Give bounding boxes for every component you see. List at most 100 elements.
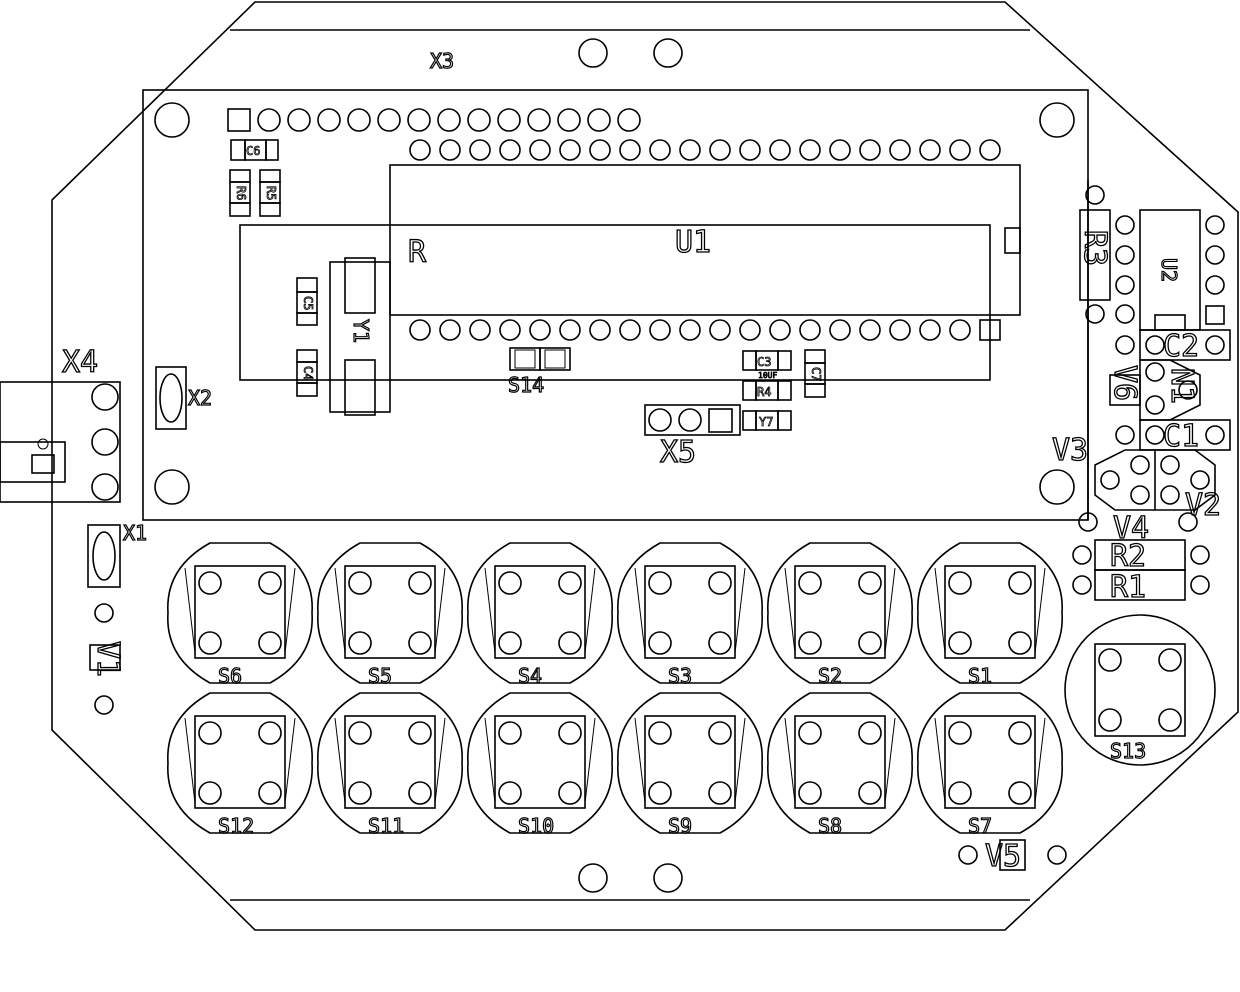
c3-pad (742, 350, 757, 371)
component-pad (1130, 485, 1150, 505)
u1-pin (949, 139, 971, 161)
switch-body (494, 715, 586, 809)
mounting-hole (1039, 102, 1075, 138)
header-pin (407, 108, 431, 132)
u1-pin (589, 319, 611, 341)
component-pad (1205, 245, 1225, 265)
x1-outline (87, 524, 121, 588)
x5-pin (678, 408, 702, 432)
switch-outline-detail (784, 717, 896, 804)
switch-pin (648, 721, 672, 745)
x5-pin-1 (708, 408, 733, 433)
u1-pin (679, 319, 701, 341)
u1-pin (589, 139, 611, 161)
u1-pin (409, 319, 431, 341)
y1-outline (329, 261, 391, 413)
switch-pin (798, 571, 822, 595)
switch-outline (167, 692, 313, 834)
c2-outline (1139, 329, 1231, 361)
label-x2: X2 (188, 386, 212, 410)
switch-outline (467, 542, 613, 684)
component-pad (1160, 485, 1180, 505)
switch-outline (617, 692, 763, 834)
switch-outline-detail (184, 717, 296, 804)
component-pad (1115, 425, 1135, 445)
switch-outline-detail (634, 717, 746, 804)
u1-pin (649, 139, 671, 161)
u1-pin (739, 139, 761, 161)
switch-pin (198, 721, 222, 745)
u1-notch (1004, 227, 1021, 254)
component-pad (1205, 335, 1225, 355)
label-x1: X1 (123, 521, 147, 545)
label-switch: S7 (968, 814, 992, 838)
component-pad (1115, 275, 1135, 295)
label-c2: C2 (1163, 329, 1199, 364)
label-switch: S2 (818, 664, 842, 688)
switch-pin (1158, 708, 1182, 732)
v1-pad (94, 603, 114, 623)
switch-body (644, 565, 736, 659)
header-pin (497, 108, 521, 132)
header-pin (317, 108, 341, 132)
x5-pin (648, 408, 672, 432)
label-c7: C7 (809, 367, 823, 381)
mounting-hole (578, 863, 608, 893)
x1-pad (92, 531, 116, 581)
label-u2: U2 (1157, 258, 1181, 282)
switch-pin (1098, 708, 1122, 732)
u1-mark: R (408, 235, 427, 270)
switch-outline (767, 692, 913, 834)
switch-pin (708, 721, 732, 745)
component-pad (1178, 512, 1198, 532)
u1-pin-1 (979, 319, 1001, 341)
switch-pin (798, 781, 822, 805)
label-v1: V1 (90, 641, 125, 677)
label-switch: S3 (668, 664, 692, 688)
label-r5: R5 (264, 186, 278, 200)
label-x3: X3 (430, 49, 454, 73)
u1-pin (889, 139, 911, 161)
switch-pin (258, 781, 282, 805)
switch-pin (798, 631, 822, 655)
u1-pin (409, 139, 431, 161)
mounting-hole (653, 38, 683, 68)
switch-pin (408, 631, 432, 655)
u1-pin (949, 319, 971, 341)
r4-pad (742, 380, 757, 401)
switch-outline (917, 542, 1063, 684)
switch-outline-detail (334, 567, 446, 654)
c4-pad (296, 349, 318, 363)
display-window (239, 224, 991, 381)
r3-pad (1085, 185, 1105, 205)
component-pad (1078, 512, 1098, 532)
header-pin (557, 108, 581, 132)
label-v2: V2 (1185, 488, 1221, 523)
switch-outline (617, 542, 763, 684)
label-v6: V6 (1107, 365, 1142, 401)
component-pad (1205, 425, 1225, 445)
component-pad (1145, 335, 1165, 355)
switch-body (944, 715, 1036, 809)
c3-pad (777, 350, 792, 371)
switch-pin (558, 721, 582, 745)
v6-body (1109, 374, 1141, 406)
switch-outline-detail (634, 567, 746, 654)
mounting-hole (578, 38, 608, 68)
y7-pad (777, 410, 792, 431)
x2-pad (159, 373, 183, 423)
component-pad (1130, 455, 1150, 475)
u1-pin (709, 319, 731, 341)
switch-outline-detail (934, 567, 1046, 654)
label-u1: U1 (675, 225, 711, 260)
board-outline (51, 1, 1239, 931)
r6-pad (229, 202, 251, 217)
v1-pad (94, 695, 114, 715)
switch-outline (917, 692, 1063, 834)
label-c6: C6 (246, 144, 260, 158)
switch-pin (858, 631, 882, 655)
u1-pin (919, 139, 941, 161)
label-n1: N1 (1164, 368, 1199, 404)
switch-outline-detail (484, 567, 596, 654)
switch-pin (948, 781, 972, 805)
